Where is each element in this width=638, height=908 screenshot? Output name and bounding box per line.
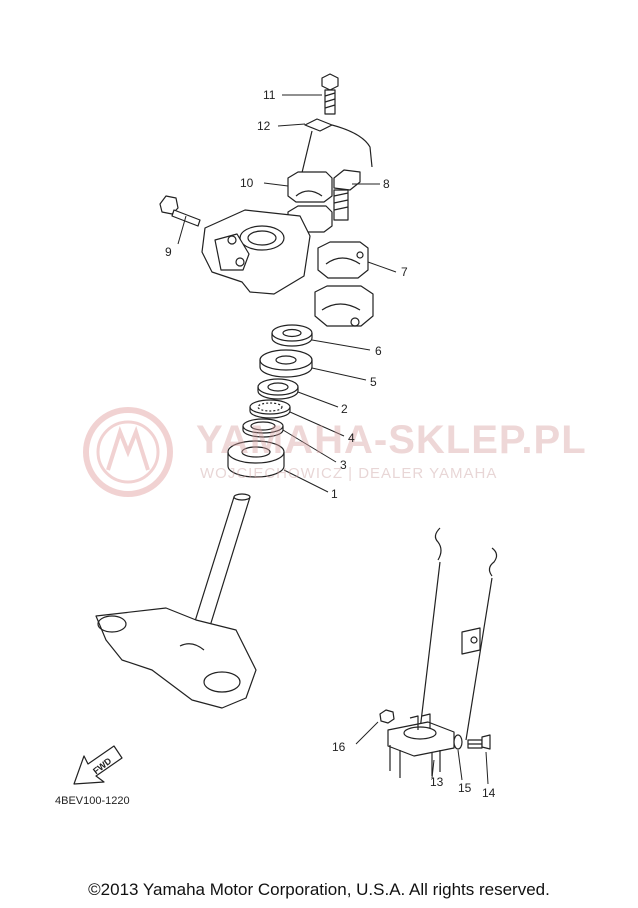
bolt-14 xyxy=(467,734,491,750)
handlebar-holder-lower-7 xyxy=(314,241,374,327)
cable-clamp-13 xyxy=(387,713,455,778)
callout-4[interactable]: 4 xyxy=(348,431,355,445)
callout-6[interactable]: 6 xyxy=(375,344,382,358)
callout-8[interactable]: 8 xyxy=(383,177,390,191)
taper-bearing-1 xyxy=(227,440,285,478)
bolt-8 xyxy=(333,169,361,221)
ball-race-2 xyxy=(257,378,299,400)
callout-10[interactable]: 10 xyxy=(240,176,254,190)
watermark-brand: YAMAHA-SKLEP.PL xyxy=(196,418,587,462)
callout-9[interactable]: 9 xyxy=(165,245,172,259)
handlebar-holder-upper-10 xyxy=(287,171,333,233)
bolt-11 xyxy=(321,73,339,115)
bearing-4 xyxy=(249,399,291,419)
yamaha-logo-watermark xyxy=(83,407,173,497)
callout-13[interactable]: 13 xyxy=(430,775,444,789)
fork-leg xyxy=(419,527,498,741)
callout-16[interactable]: 16 xyxy=(332,740,346,754)
callout-5[interactable]: 5 xyxy=(370,375,377,389)
bearing-cover-5 xyxy=(259,349,313,378)
ring-nut-6 xyxy=(271,324,313,347)
collar-15 xyxy=(453,734,463,750)
diagram-code: 4BEV100-1220 xyxy=(55,795,130,807)
callout-7[interactable]: 7 xyxy=(401,265,408,279)
copyright-notice: ©2013 Yamaha Motor Corporation, U.S.A. A… xyxy=(88,880,550,899)
bolt-9 xyxy=(159,195,201,227)
dust-seal-3 xyxy=(242,418,284,438)
steering-stem xyxy=(95,493,257,709)
callout-15[interactable]: 15 xyxy=(458,781,472,795)
callout-12[interactable]: 12 xyxy=(257,119,271,133)
watermark-subtitle: WOJCIECHOWICZ | DEALER YAMAHA xyxy=(200,465,498,482)
callout-2[interactable]: 2 xyxy=(341,402,348,416)
callout-14[interactable]: 14 xyxy=(482,786,496,800)
callout-3[interactable]: 3 xyxy=(340,458,347,472)
leader-lines xyxy=(177,94,489,785)
upper-bracket xyxy=(201,209,311,295)
fwd-arrow-icon xyxy=(73,745,123,785)
callout-11[interactable]: 11 xyxy=(263,88,276,102)
nut-16 xyxy=(379,709,395,724)
callout-1[interactable]: 1 xyxy=(331,487,338,501)
